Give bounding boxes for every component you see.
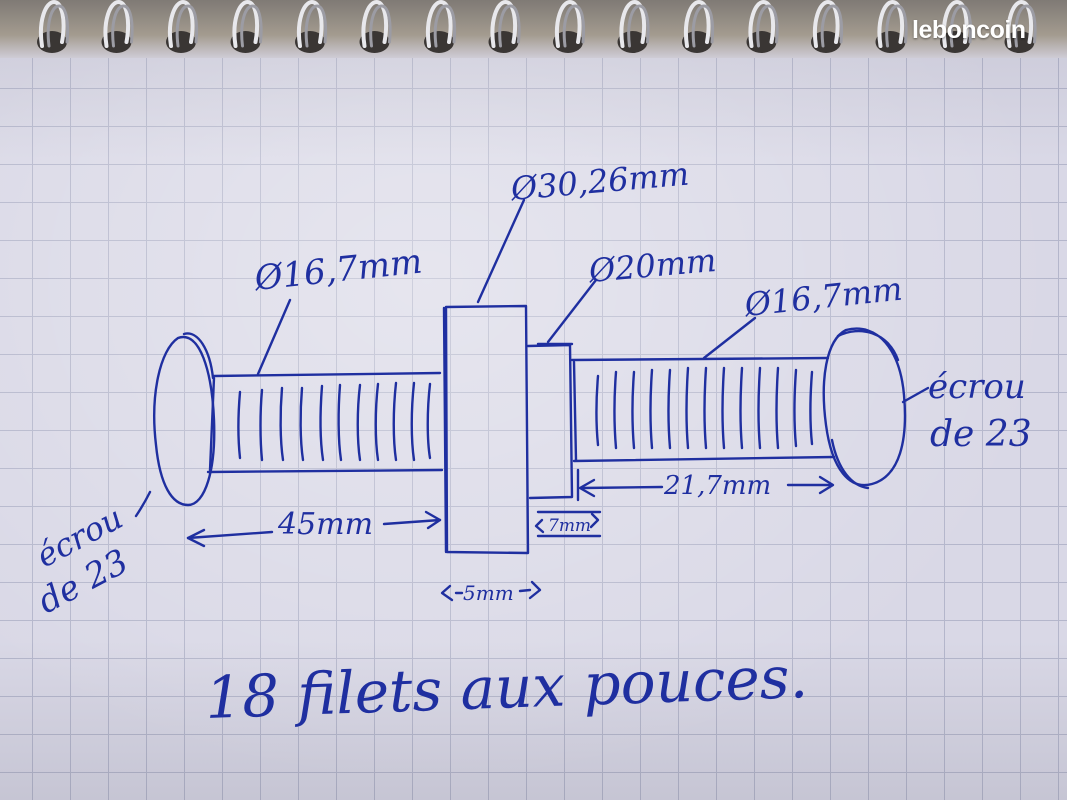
binding-ring — [627, 4, 650, 48]
binding-ring — [111, 4, 134, 48]
binding-hole — [230, 31, 261, 53]
spiral-binding — [37, 0, 1037, 53]
leader-left-rod — [256, 298, 292, 376]
binding-ring — [562, 4, 586, 48]
label-dia-left-rod: Ø16,7mm — [252, 242, 424, 299]
footer-note: 18 filets aux pouces. — [204, 643, 809, 732]
binding-ring — [361, 0, 389, 48]
dimension-left-45mm — [186, 510, 442, 548]
binding-hole — [359, 31, 390, 53]
leboncoin-watermark: leboncoin — [912, 16, 1026, 44]
center-disc — [442, 304, 530, 555]
binding-ring — [619, 0, 647, 48]
binding-hole — [940, 31, 970, 53]
dimension-right-21-7mm — [576, 468, 835, 502]
binding-ring — [813, 0, 840, 48]
binding-ring — [942, 0, 969, 48]
binding-hole — [166, 31, 196, 53]
binding-ring — [297, 0, 324, 48]
binding-hole — [37, 31, 67, 53]
binding-ring — [820, 4, 844, 48]
binding-ring — [691, 4, 715, 48]
label-nut-right-line1: écrou — [928, 367, 1026, 407]
binding-ring — [369, 4, 392, 48]
left-nut — [134, 332, 216, 518]
binding-hole — [295, 31, 325, 53]
binding-hole — [553, 31, 583, 53]
right-threaded-rod — [570, 356, 836, 463]
left-rod-threads — [237, 381, 432, 462]
binding-hole — [424, 31, 454, 53]
binding-ring — [684, 0, 711, 48]
label-len-disc: 5mm — [463, 581, 514, 605]
binding-ring — [426, 0, 453, 48]
label-nut-right-line2: de 23 — [930, 414, 1032, 455]
label-len-left: 45mm — [277, 507, 373, 542]
binding-ring — [232, 0, 260, 48]
leader-right-nut — [901, 386, 930, 404]
collar — [526, 342, 574, 500]
binding-ring — [498, 4, 521, 48]
binding-hole — [682, 31, 712, 53]
binding-ring — [39, 0, 66, 48]
binding-ring — [756, 4, 779, 48]
dimension-disc-5mm — [440, 580, 542, 602]
binding-ring — [555, 0, 582, 48]
binding-ring — [748, 0, 776, 48]
binding-ring — [885, 4, 908, 48]
binding-ring — [103, 0, 131, 48]
binding-ring — [433, 4, 457, 48]
binding-ring — [46, 4, 70, 48]
label-dia-right-rod: Ø16,7mm — [742, 270, 904, 324]
binding-hole — [617, 31, 648, 53]
binding-ring — [877, 0, 905, 48]
label-dia-disc: Ø30,26mm — [508, 155, 690, 209]
right-nut — [822, 327, 907, 490]
binding-ring — [175, 4, 199, 48]
binding-hole — [1004, 31, 1035, 53]
dimension-collar-7mm — [534, 510, 602, 538]
binding-ring — [1014, 4, 1037, 48]
binding-ring — [490, 0, 518, 48]
binding-hole — [101, 31, 132, 53]
right-rod-threads — [595, 366, 814, 450]
binding-ring — [1006, 0, 1034, 48]
binding-hole — [875, 31, 906, 53]
label-len-collar: 7mm — [548, 516, 591, 536]
binding-ring — [240, 4, 263, 48]
binding-ring — [168, 0, 195, 48]
label-dia-collar: Ø20mm — [586, 241, 717, 290]
left-threaded-rod — [206, 371, 444, 474]
label-len-right: 21,7mm — [663, 471, 771, 501]
binding-ring — [949, 4, 973, 48]
binding-hole — [811, 31, 841, 53]
binding-hole — [746, 31, 777, 53]
binding-ring — [304, 4, 328, 48]
leader-collar — [546, 278, 598, 344]
leader-right-rod — [702, 316, 757, 360]
binding-hole — [488, 31, 519, 53]
leader-disc — [476, 198, 526, 304]
